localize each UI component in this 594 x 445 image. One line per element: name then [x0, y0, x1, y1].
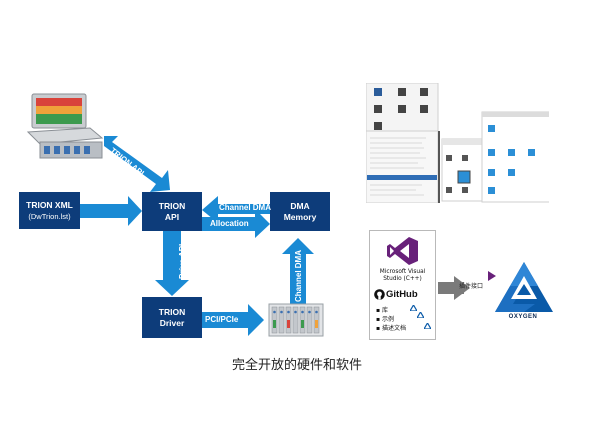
arrow-xml-to-api: [80, 196, 142, 226]
oxygen-label: OXYGEN: [508, 314, 538, 320]
label-channel-dma-top: Channel DMA: [219, 203, 271, 212]
github-icon: [374, 289, 385, 300]
github-label: GitHub: [386, 289, 418, 300]
label-pci: PCI/PCIe: [205, 315, 239, 324]
dev-tools-panel: Microsoft Visual Studio (C++) GitHub ▪ 库…: [369, 230, 436, 340]
arrow-allocation: [202, 209, 270, 238]
label-allocation: Allocation: [210, 219, 249, 228]
bullet-library: ▪ 库: [376, 307, 388, 314]
oxygen-logo-icon: [495, 262, 553, 312]
label-channel-dma-right: Channel DMA: [294, 250, 303, 302]
arrow-channel-dma-top: [202, 196, 272, 223]
arrow-pci: [202, 304, 264, 336]
page-caption: 完全开放的硬件和软件: [231, 358, 362, 373]
box-trion-xml: TRION XML (DwTrion.lst): [19, 192, 80, 229]
label-drive-api: Drive API: [178, 243, 187, 279]
box-trion-api: TRION API: [142, 192, 202, 231]
small-triangle-icon-2: [417, 312, 424, 318]
small-triangle-icon-1: [410, 305, 417, 311]
visual-studio-title: Microsoft Visual Studio (C++): [379, 269, 426, 282]
measurement-device-image: [26, 93, 104, 159]
bullet-examples: ▪ 示例: [376, 316, 394, 323]
plugin-interface-label: 插件接口: [459, 283, 484, 290]
rack-hardware-image: [268, 303, 324, 337]
box-dma-memory: DMA Memory: [270, 192, 330, 231]
small-triangle-icon-3: [424, 323, 431, 329]
software-screenshot-image: [366, 83, 549, 203]
bullet-docs: ▪ 描述文档: [376, 325, 406, 332]
visual-studio-icon: [387, 237, 418, 265]
arrow-api-interface: [104, 136, 170, 192]
box-trion-driver: TRION Driver: [142, 297, 202, 338]
arrow-drive-api: [155, 231, 189, 296]
arrow-channel-dma-right: [282, 238, 314, 306]
